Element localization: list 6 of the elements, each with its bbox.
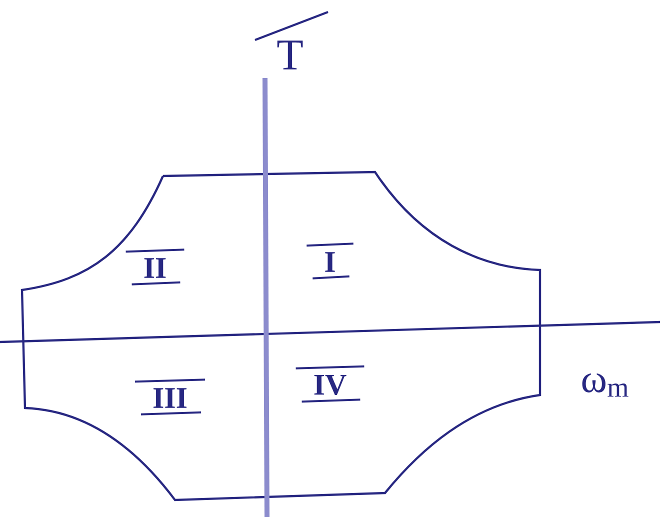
quadrant-label: III — [134, 378, 206, 416]
axis-label: ω$_{m}$ — [582, 373, 628, 397]
axis-label: T — [254, 10, 328, 70]
quadrant-label: IV — [296, 365, 364, 403]
quadrant-label: I — [306, 242, 354, 280]
quadrant-label: II — [126, 248, 184, 286]
